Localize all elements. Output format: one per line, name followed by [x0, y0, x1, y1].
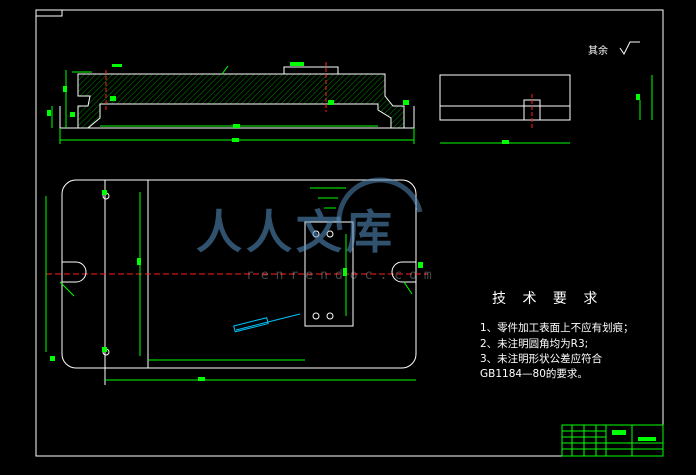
dim-text-mark [63, 86, 67, 92]
dim-text-mark [47, 110, 51, 116]
callout-label-box [233, 317, 269, 333]
dim-text-mark [112, 64, 122, 67]
requirement-line: GB1184—80的要求。 [480, 368, 588, 380]
title-text-mark [638, 437, 656, 441]
side-view-outline [439, 74, 571, 121]
roughness-symbol [403, 100, 409, 105]
roughness-symbol [328, 100, 334, 105]
dim-text-mark [343, 268, 347, 276]
front-section-view [47, 62, 415, 144]
title-text-mark [612, 430, 626, 435]
section-boss [283, 66, 339, 75]
technical-requirements-title: 技 术 要 求 [492, 291, 604, 307]
frame-corner-mark [36, 10, 63, 17]
dim-text-mark [198, 377, 205, 381]
roughness-leader [221, 65, 229, 75]
dim-text-mark [636, 94, 640, 100]
hole-mark [102, 347, 107, 352]
section-hatch [77, 73, 405, 129]
roughness-symbol [418, 262, 423, 268]
hole-mark [102, 190, 107, 195]
roughness-symbol [70, 112, 75, 117]
dim-text-mark [232, 138, 239, 142]
strip-hole-bottom [312, 312, 320, 320]
requirement-line: 2、未注明圆角均为R3; [480, 338, 589, 350]
roughness-note: 其余 [588, 46, 608, 57]
watermark-url: renrendoc.com [246, 268, 439, 283]
strip-hole-top [312, 230, 320, 238]
watermark-text: 人人文库 [196, 205, 396, 259]
roughness-symbol-general [619, 41, 640, 55]
outer-frame [35, 9, 664, 457]
top-plan-view [45, 179, 428, 385]
watermark-logo-swirl [336, 177, 423, 231]
dim-text-mark [502, 140, 509, 144]
slot-leader [59, 281, 75, 297]
plan-strip [304, 221, 354, 327]
tolerance-frame [290, 62, 304, 66]
dim-text-mark [233, 124, 240, 128]
strip-hole-bottom-2 [326, 312, 334, 320]
strip-hole-top-2 [326, 230, 334, 238]
dim-text-mark [137, 258, 141, 265]
left-u-slot [62, 261, 87, 283]
slot-leader [403, 281, 413, 295]
requirement-line: 1、零件加工表面上不应有划痕； [480, 322, 634, 334]
roughness-symbol [50, 356, 55, 361]
title-block-frame [561, 424, 664, 457]
requirement-line: 3、未注明形状公差应符合 [480, 353, 603, 365]
right-u-slot [391, 261, 416, 283]
title-block [561, 424, 664, 457]
side-view [439, 74, 653, 144]
roughness-symbol [110, 96, 116, 101]
